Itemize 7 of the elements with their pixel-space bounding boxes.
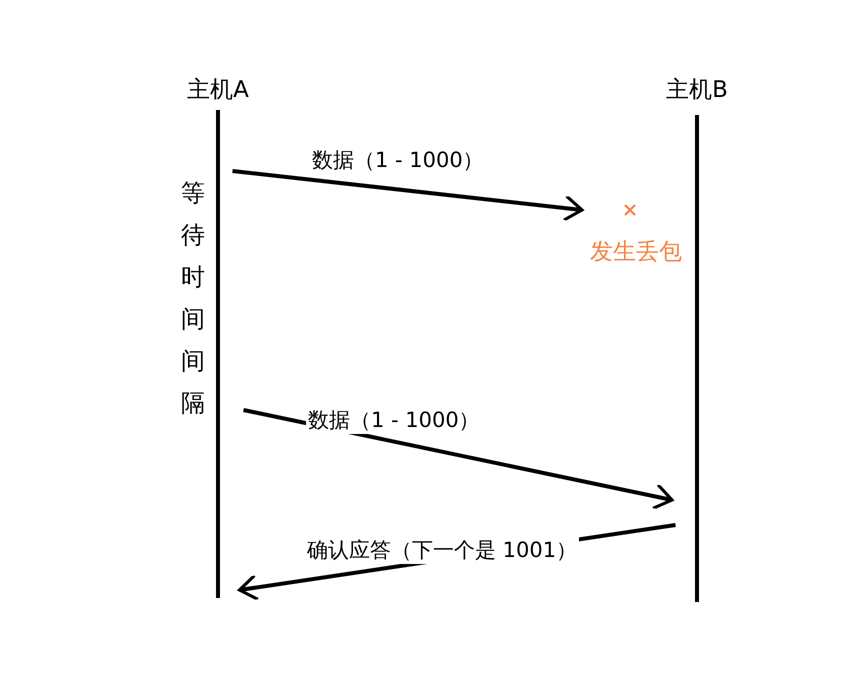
arrow bbox=[232, 169, 584, 222]
edge-label: 确认应答（下一个是 1001） bbox=[305, 536, 580, 564]
loss-note: 发生丢包 bbox=[590, 238, 682, 267]
arrow bbox=[243, 408, 674, 510]
host-label: 主机A bbox=[186, 76, 250, 105]
host-label: 主机B bbox=[665, 76, 729, 105]
vertical-note: 等待时间间隔 bbox=[180, 178, 206, 419]
